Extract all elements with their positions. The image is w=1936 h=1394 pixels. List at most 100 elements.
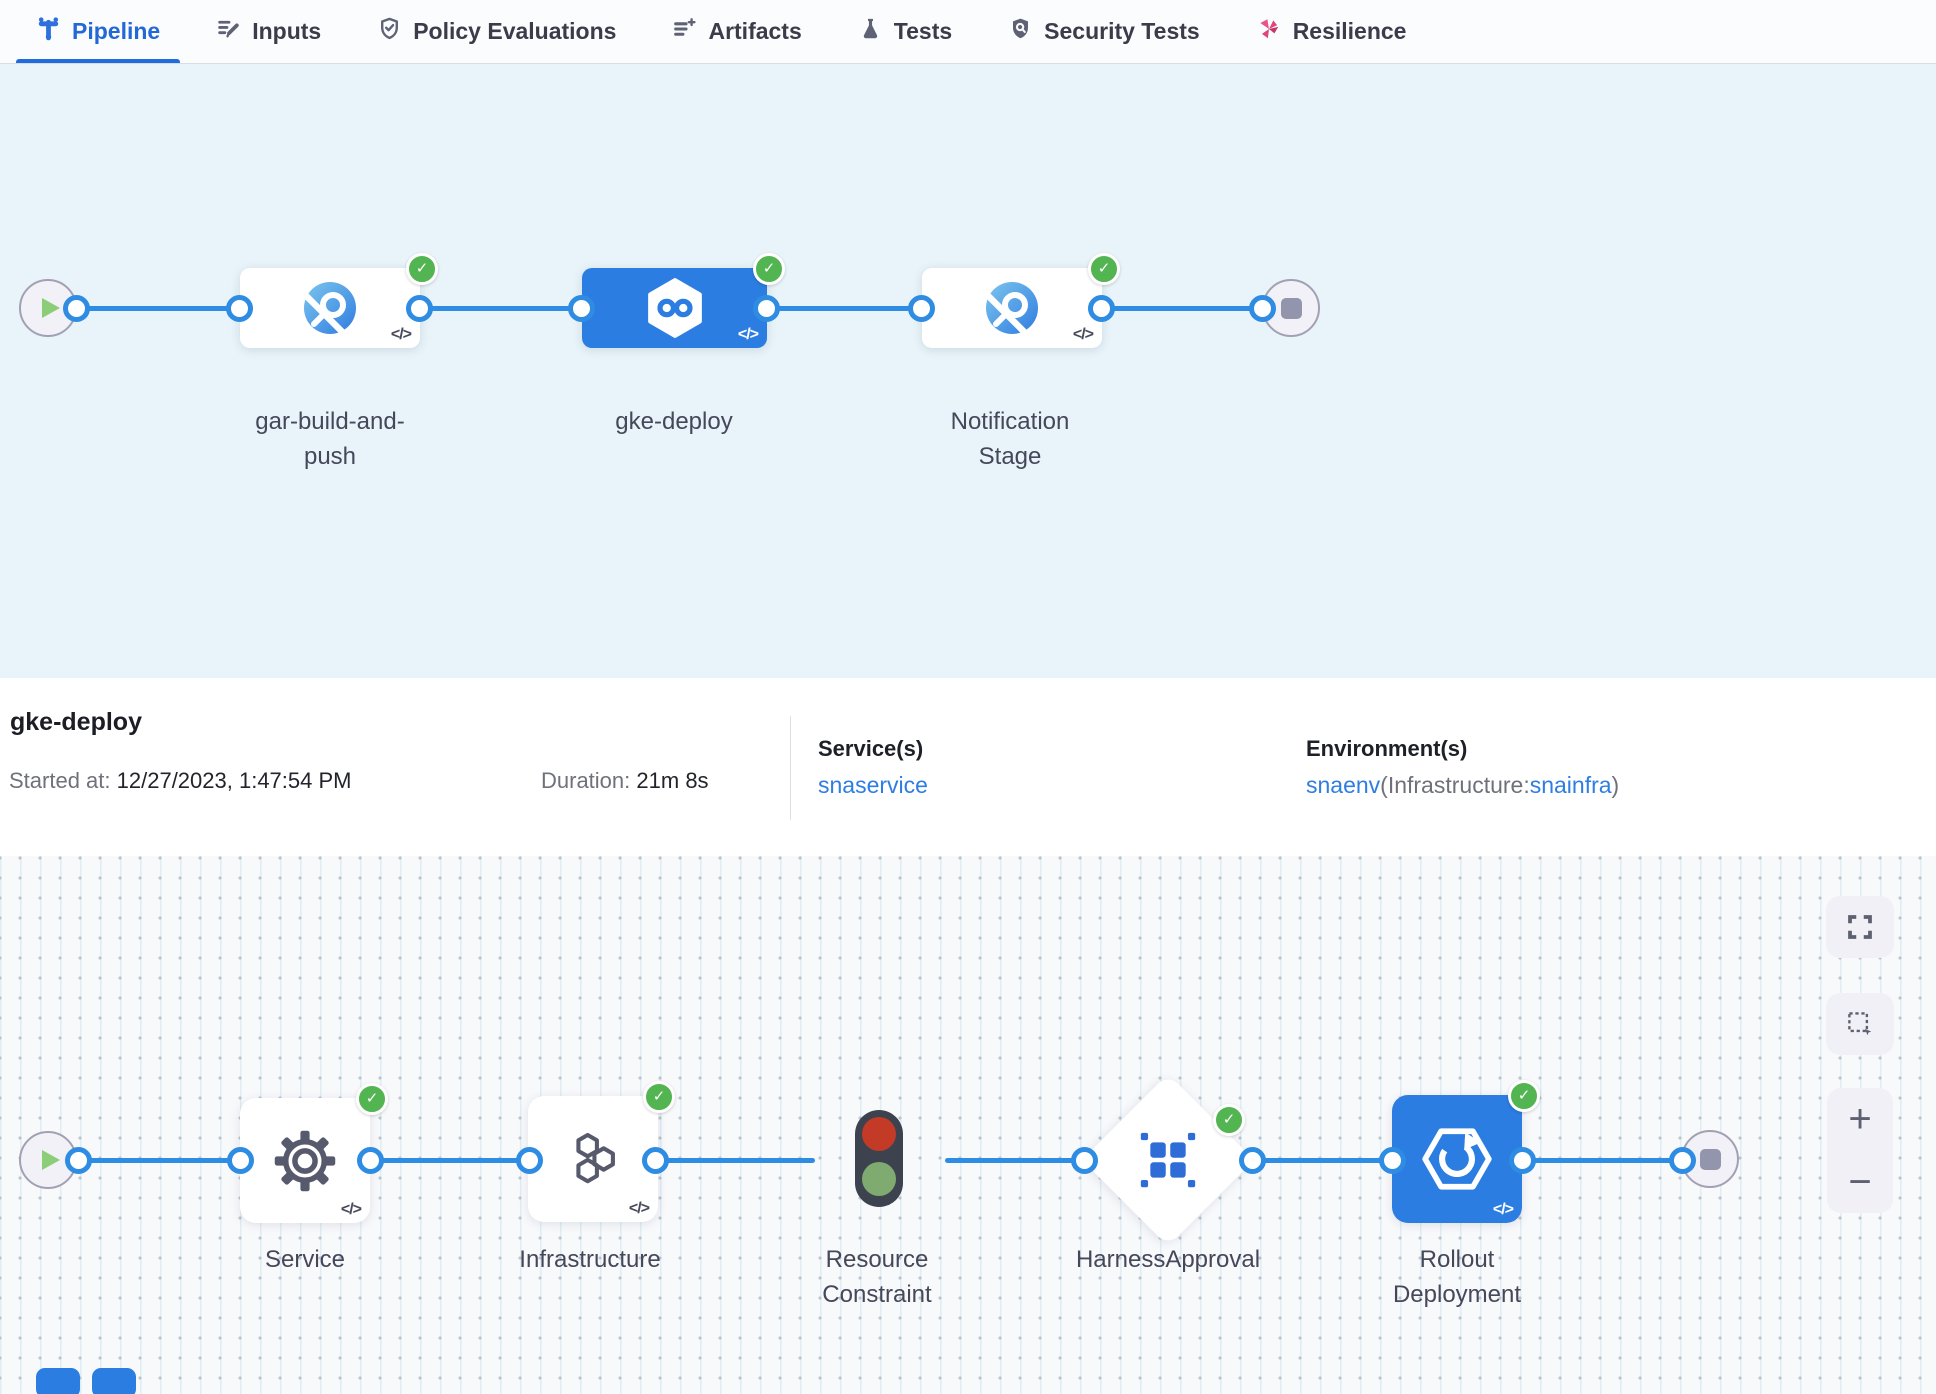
tab-artifacts[interactable]: Artifacts (666, 0, 807, 63)
success-badge: ✓ (1088, 253, 1120, 285)
step-card-service[interactable]: </> (240, 1098, 370, 1223)
red-light (862, 1117, 896, 1151)
node-port (753, 295, 780, 322)
environment-row: snaenv(Infrastructure:snainfra) (1306, 772, 1619, 799)
marquee-select-button[interactable] (1826, 993, 1894, 1055)
node-port (65, 1147, 92, 1174)
connector-line (1102, 306, 1263, 311)
tab-bar: Pipeline Inputs Policy Evaluations (0, 0, 1936, 64)
zoom-controls: + − (1827, 1088, 1893, 1213)
yaml-toggle[interactable]: </> (1492, 1201, 1514, 1218)
service-link-row: snaservice (818, 772, 928, 799)
yaml-toggle[interactable]: </> (390, 326, 412, 343)
fullscreen-button[interactable] (1826, 896, 1894, 958)
tab-pipeline[interactable]: Pipeline (15, 0, 181, 63)
partial-node[interactable] (92, 1368, 136, 1394)
service-link[interactable]: snaservice (818, 772, 928, 798)
step-diamond-harness-approval[interactable] (1081, 1073, 1255, 1247)
yaml-toggle[interactable]: </> (628, 1200, 650, 1217)
infrastructure-prefix: (Infrastructure: (1380, 772, 1530, 798)
yaml-toggle[interactable]: </> (737, 326, 759, 343)
step-label: HarnessApproval (1075, 1246, 1261, 1273)
tab-security-tests[interactable]: Security Tests (1002, 0, 1206, 63)
node-port (1071, 1147, 1098, 1174)
execution-canvas: </> ✓ </> ✓ ✓ (0, 856, 1936, 1394)
node-port (1088, 295, 1115, 322)
fullscreen-icon (1848, 915, 1872, 939)
stop-icon (1280, 297, 1302, 319)
infrastructure-link[interactable]: snainfra (1529, 772, 1612, 798)
node-port (516, 1147, 543, 1174)
stage-graph-canvas: </> ✓ </> ✓ </> ✓ gar-build-and-push gke… (0, 64, 1936, 678)
tab-label: Artifacts (708, 18, 802, 44)
connector-line (1522, 1158, 1682, 1163)
success-badge: ✓ (1213, 1104, 1245, 1136)
tab-tests[interactable]: Tests (852, 0, 958, 63)
policy-icon (377, 16, 402, 47)
play-icon (41, 1150, 60, 1170)
node-port (1249, 295, 1276, 322)
success-badge: ✓ (1508, 1080, 1540, 1112)
stage-card-gke-deploy[interactable]: </> (582, 268, 767, 348)
tab-inputs[interactable]: Inputs (210, 0, 327, 63)
started-at-label: Started at: (9, 768, 111, 793)
success-badge: ✓ (753, 253, 785, 285)
zoom-in-button[interactable]: + (1848, 1097, 1872, 1142)
infrastructure-suffix: ) (1611, 772, 1620, 798)
node-port (908, 295, 935, 322)
custom-stage-icon (984, 282, 1038, 336)
services-label: Service(s) (818, 736, 924, 761)
success-badge: ✓ (406, 253, 438, 285)
connector-line (420, 306, 582, 311)
stage-label: gke-deploy (615, 408, 733, 435)
partial-node[interactable] (36, 1368, 80, 1394)
divider (790, 716, 791, 820)
node-port (406, 295, 433, 322)
yaml-toggle[interactable]: </> (1072, 326, 1094, 343)
tab-policy-evaluations[interactable]: Policy Evaluations (371, 0, 622, 63)
execution-start-node[interactable] (19, 1131, 77, 1189)
connector-line (78, 1158, 240, 1163)
tests-icon (858, 16, 883, 47)
tab-label: Resilience (1292, 18, 1407, 44)
step-card-rollout-deployment[interactable]: </> (1392, 1095, 1522, 1223)
connector-line (1252, 1158, 1392, 1163)
stage-card-notification-stage[interactable]: </> (922, 268, 1102, 348)
tab-resilience[interactable]: Resilience (1250, 0, 1413, 63)
tab-label: Policy Evaluations (413, 18, 617, 44)
step-card-infrastructure[interactable]: </> (528, 1096, 658, 1222)
connector-line (945, 1158, 1084, 1163)
cd-stage-icon (647, 278, 702, 338)
tab-label: Inputs (252, 18, 322, 44)
duration-label: Duration: (541, 768, 631, 793)
step-label: Resource Constraint (822, 1246, 932, 1308)
connector-line (370, 1158, 529, 1163)
connector-line (767, 306, 922, 311)
stage-label: gar-build-and-push (255, 408, 405, 470)
rollout-icon (1422, 1128, 1492, 1190)
marquee-select-icon (1848, 1012, 1872, 1036)
node-port (63, 295, 90, 322)
inputs-icon (216, 16, 241, 47)
artifacts-icon (672, 16, 697, 47)
zoom-out-button[interactable]: − (1848, 1159, 1872, 1204)
pipeline-icon (36, 16, 61, 47)
play-icon (41, 298, 60, 318)
green-light (862, 1162, 896, 1196)
stage-title: gke-deploy (10, 708, 142, 736)
duration: Duration: 21m 8s (541, 768, 709, 794)
execution-end-node[interactable] (1681, 1130, 1739, 1188)
started-at: Started at: 12/27/2023, 1:47:54 PM (9, 768, 352, 794)
node-port (568, 295, 595, 322)
environments-label: Environment(s) (1306, 736, 1468, 761)
yaml-toggle[interactable]: </> (340, 1201, 362, 1218)
stage-label: Notification Stage (950, 408, 1070, 470)
stage-card-gar-build-and-push[interactable]: </> (240, 268, 420, 348)
gear-icon (274, 1130, 336, 1191)
step-label: Rollout Deployment (1392, 1246, 1522, 1308)
environment-link[interactable]: snaenv (1306, 772, 1381, 798)
resource-constraint-traffic-light-icon[interactable] (855, 1110, 903, 1207)
stop-icon (1699, 1148, 1721, 1170)
approval-icon (1140, 1132, 1196, 1188)
step-label: Service (264, 1246, 346, 1273)
